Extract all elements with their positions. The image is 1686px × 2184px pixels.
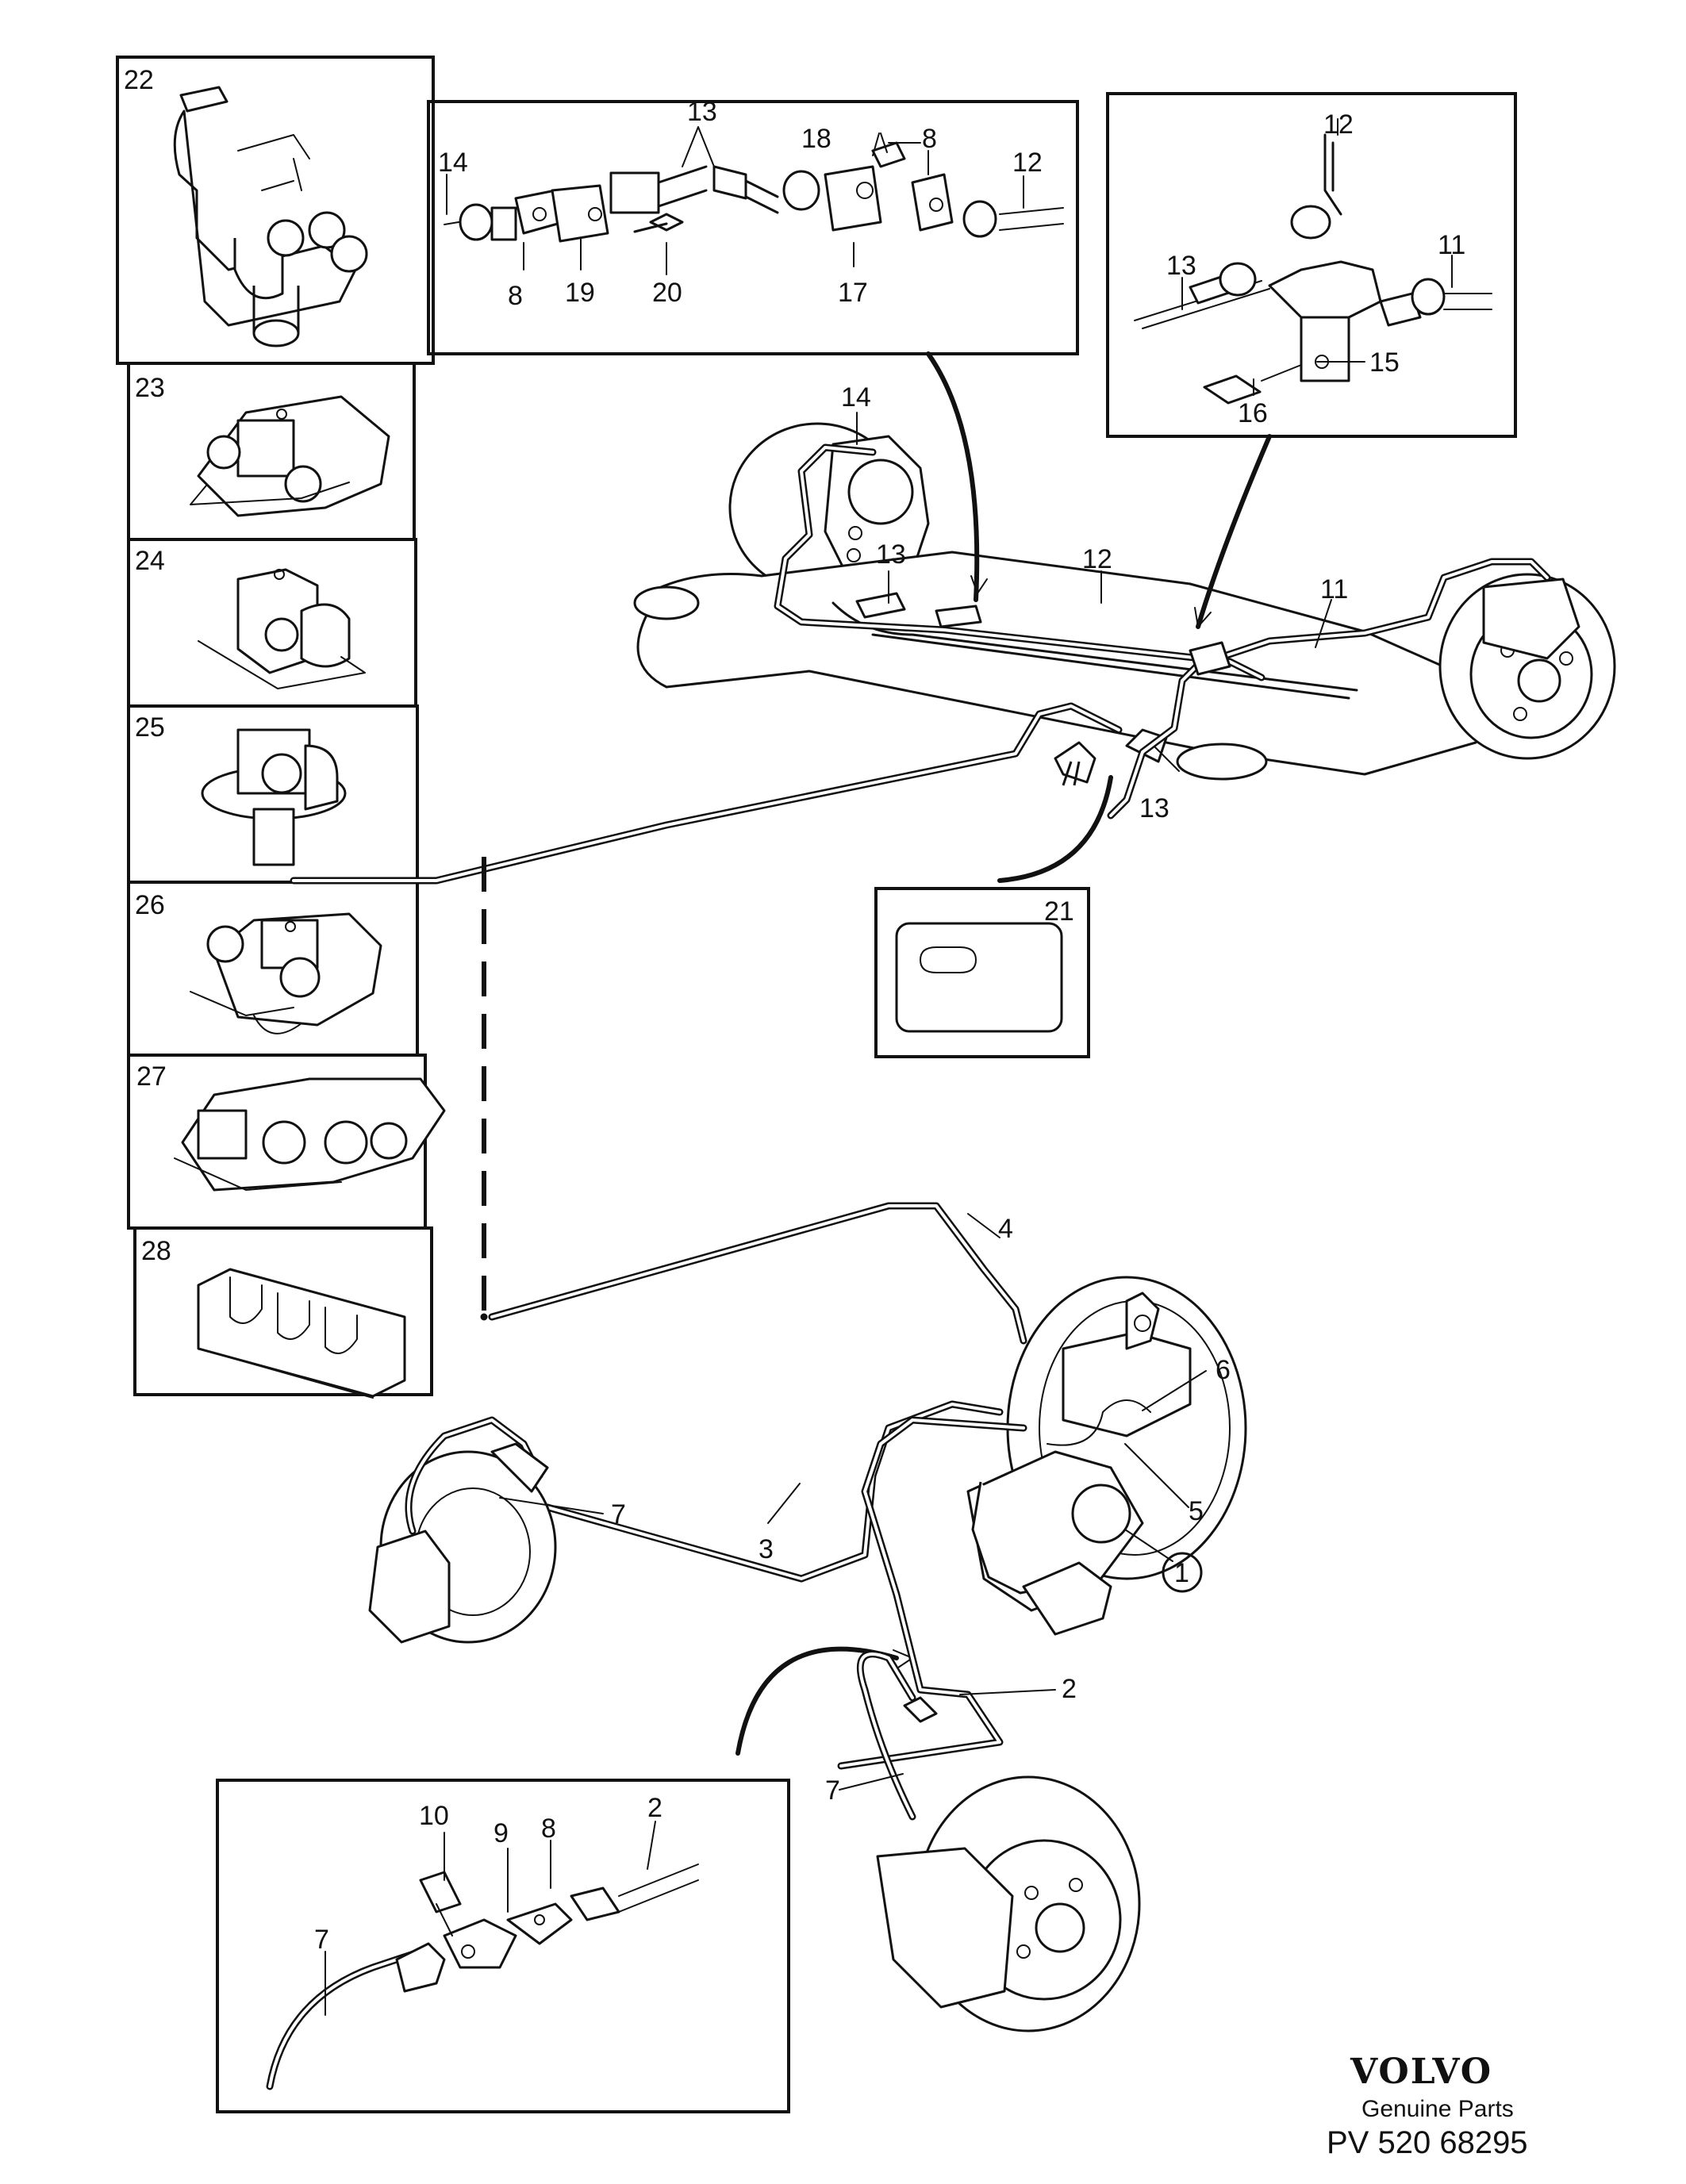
label-12-right-detail: 12 (1323, 109, 1354, 140)
part-catalog-code: PV 520 68295 (1327, 2125, 1528, 2160)
label-8-detail-top: 8 (922, 124, 937, 154)
detail-box-front-hose (216, 1779, 790, 2113)
rear-brake-pipes (290, 443, 1551, 885)
label-2: 2 (1062, 1674, 1077, 1704)
volvo-logo-text: VOLVO (1350, 2052, 1492, 2092)
label-1: 1 (1174, 1558, 1189, 1588)
label-11-axle: 11 (1320, 574, 1348, 605)
left-front-brake (368, 1416, 557, 1644)
label-20: 20 (652, 278, 682, 308)
label-23: 23 (135, 373, 165, 403)
label-15: 15 (1369, 347, 1400, 378)
label-13-axle: 13 (876, 539, 906, 570)
detail-box-21 (874, 887, 1090, 1058)
label-14-detail: 14 (438, 148, 468, 178)
label-17: 17 (838, 278, 868, 308)
label-5: 5 (1189, 1496, 1204, 1526)
clip-25-drawing (201, 728, 347, 866)
label-13-detail: 13 (687, 97, 717, 127)
part-labels: 22 23 24 25 26 27 28 14 13 18 8 12 8 19 … (124, 65, 1465, 1955)
label-13-right-detail: 13 (1166, 251, 1196, 281)
label-26: 26 (135, 890, 165, 920)
label-6: 6 (1216, 1355, 1231, 1385)
label-12-axle: 12 (1082, 544, 1112, 574)
label-19: 19 (565, 278, 595, 308)
label-2-bottom: 2 (647, 1793, 662, 1823)
label-22: 22 (124, 65, 154, 95)
label-18: 18 (801, 124, 831, 154)
label-8-bottom: 8 (541, 1814, 556, 1844)
label-21: 21 (1044, 896, 1074, 927)
label-7-bottom: 7 (314, 1925, 329, 1955)
label-7-left: 7 (611, 1499, 626, 1530)
label-10: 10 (419, 1801, 449, 1831)
label-8-detail-bottom: 8 (508, 281, 523, 311)
genuine-parts-text: Genuine Parts (1361, 2096, 1514, 2122)
label-28: 28 (141, 1236, 171, 1266)
clip-26-drawing (190, 912, 382, 1034)
master-cylinder-booster (488, 1202, 1247, 1636)
callout-connectors (735, 351, 1272, 1756)
label-13-lower: 13 (1139, 793, 1169, 823)
label-11-right-detail: 11 (1438, 230, 1465, 260)
label-16: 16 (1238, 398, 1268, 428)
right-front-brake (856, 1650, 1141, 2032)
clip-28-drawing (197, 1268, 406, 1399)
clip-22-drawing (173, 86, 368, 347)
clip-23-drawing (190, 395, 390, 517)
label-9: 9 (494, 1818, 509, 1848)
label-12-detail: 12 (1012, 148, 1043, 178)
label-24: 24 (135, 546, 165, 576)
leader-lines (325, 118, 1453, 2016)
detail-box-t-union (1106, 92, 1517, 438)
label-7-right: 7 (825, 1775, 840, 1806)
clip-panel-column (116, 56, 435, 1396)
label-14-axle: 14 (841, 382, 871, 413)
label-25: 25 (135, 712, 165, 743)
clip-24-drawing (198, 568, 366, 689)
detail-box-hose-fittings (427, 100, 1079, 355)
label-3: 3 (759, 1534, 774, 1564)
label-4: 4 (998, 1214, 1013, 1244)
rear-axle-assembly (633, 422, 1616, 781)
brand-block: VOLVO Genuine Parts PV 520 68295 (1327, 2052, 1528, 2160)
clip-27-drawing (174, 1077, 446, 1192)
label-27: 27 (136, 1061, 167, 1092)
